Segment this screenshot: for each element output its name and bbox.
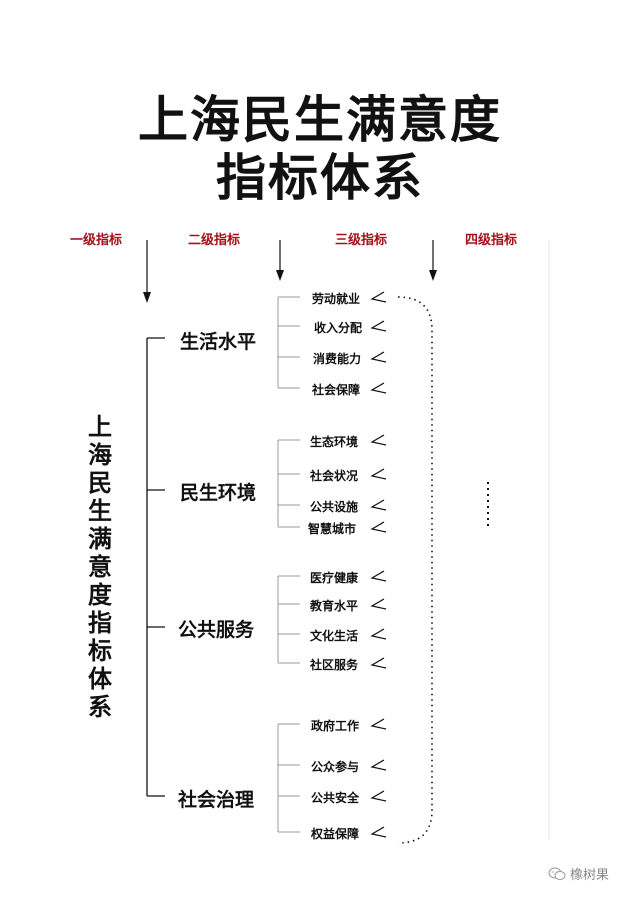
category-label: 社会治理	[178, 789, 255, 811]
level-header-2: 二级指标	[187, 233, 240, 248]
indicator-label: 生态环境	[310, 435, 359, 449]
indicator-label: 消费能力	[313, 352, 362, 366]
indicator-label: 社会状况	[310, 469, 359, 483]
indicator-label: 公众参与	[311, 760, 360, 774]
level-header-4: 四级指标	[464, 233, 517, 248]
watermark: 橡树果	[548, 864, 609, 883]
category-label: 生活水平	[180, 331, 257, 353]
indicator-label: 政府工作	[311, 719, 360, 733]
indicator-label: 劳动就业	[312, 292, 361, 306]
indicator-label: 智慧城市	[308, 522, 357, 536]
indicator-label: 权益保障	[311, 827, 360, 841]
indicator-label: 教育水平	[310, 599, 359, 613]
indicator-label: 公共安全	[311, 791, 360, 805]
dotted-brace	[397, 296, 433, 844]
arrow-level1-head	[143, 292, 151, 303]
chat-bubble-icon	[548, 867, 566, 880]
root-label: 上海民生满意度指标体系	[88, 413, 112, 721]
indicator-label: 收入分配	[314, 321, 363, 335]
watermark-text: 橡树果	[570, 868, 610, 883]
category-label: 公共服务	[178, 619, 255, 641]
category-label: 民生环境	[180, 482, 257, 504]
indicator-label: 社区服务	[310, 658, 359, 672]
level-header-1: 一级指标	[69, 233, 122, 248]
arrow-level3-head	[429, 270, 437, 281]
level-header-3: 三级指标	[334, 233, 387, 248]
indicator-label: 社会保障	[312, 383, 361, 397]
diagram-title-line2: 指标体系	[216, 149, 424, 207]
indicator-label: 公共设施	[310, 500, 359, 514]
diagram-title-line1: 上海民生满意度	[138, 91, 502, 149]
arrow-level2-head	[276, 270, 284, 281]
indicator-label: 医疗健康	[310, 571, 359, 585]
indicator-label: 文化生活	[310, 629, 359, 643]
